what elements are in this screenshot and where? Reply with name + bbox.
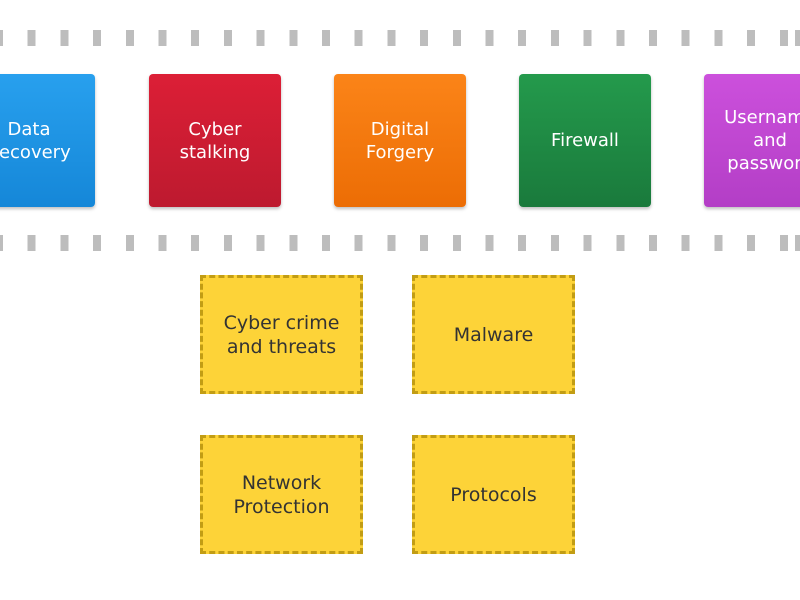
tile-digital-forgery[interactable]: Digital Forgery — [334, 74, 466, 207]
film-strip-bottom — [0, 235, 800, 251]
tile-data-recovery[interactable]: Data Recovery — [0, 74, 95, 207]
drop-zone-malware[interactable]: Malware — [412, 275, 575, 394]
tile-cyber-stalking[interactable]: Cyber stalking — [149, 74, 281, 207]
tile-username-password[interactable]: Username and password — [704, 74, 800, 207]
drop-zone-cyber-crime[interactable]: Cyber crime and threats — [200, 275, 363, 394]
film-strip-top — [0, 30, 800, 46]
drop-zone-network-protection[interactable]: Network Protection — [200, 435, 363, 554]
tile-firewall[interactable]: Firewall — [519, 74, 651, 207]
drop-zone-protocols[interactable]: Protocols — [412, 435, 575, 554]
tile-label: Username and password — [724, 107, 800, 174]
